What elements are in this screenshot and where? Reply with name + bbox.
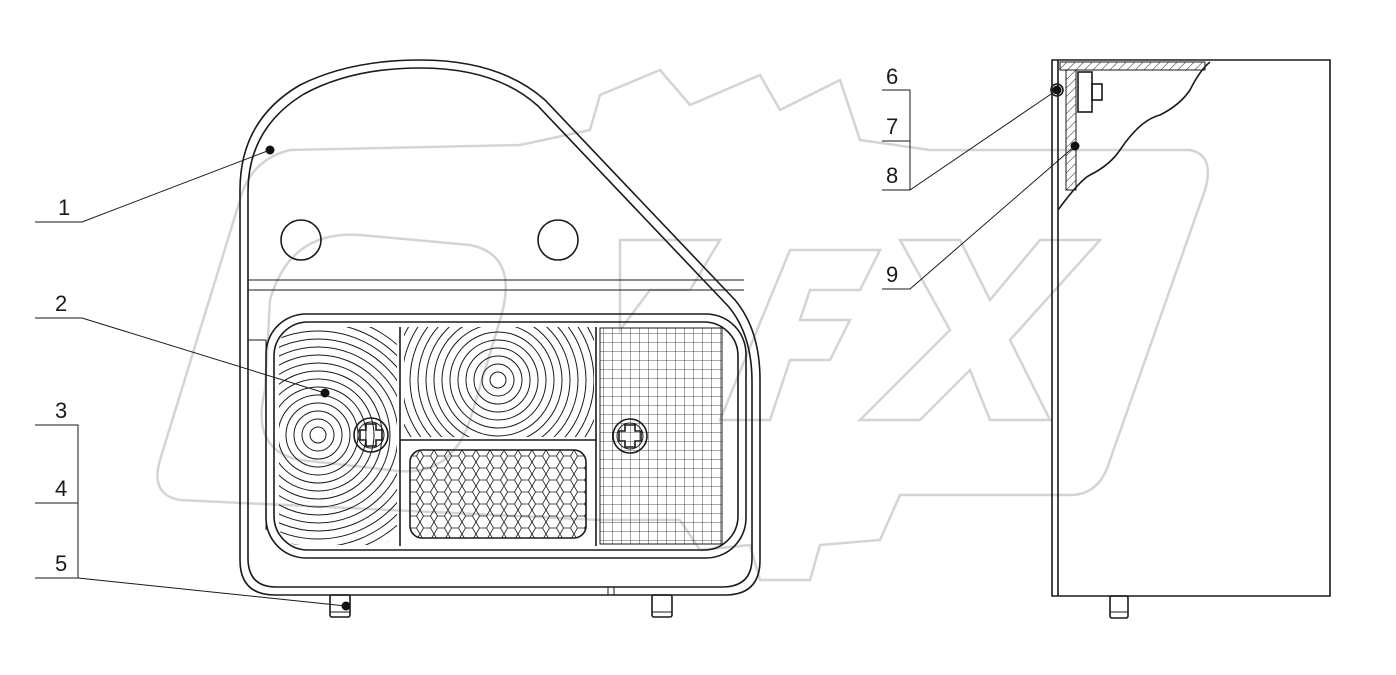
callout-8: 8 (886, 163, 898, 188)
reflector-hex (409, 449, 587, 539)
lamp-housing (239, 59, 761, 596)
lens-section-left (279, 327, 397, 545)
side-stud (1109, 595, 1129, 619)
mounting-hole-right (537, 219, 579, 261)
screw-right (612, 418, 648, 454)
callout-4: 4 (55, 476, 67, 501)
screw-left (353, 417, 389, 453)
lens-section-grid (599, 327, 723, 545)
mounting-hole-left (280, 219, 322, 261)
lens-section-top (404, 327, 594, 437)
callout-5: 5 (55, 551, 67, 576)
lens-assembly (265, 313, 747, 559)
callout-9: 9 (886, 262, 898, 287)
callout-2: 2 (55, 291, 67, 316)
watermark-logo (156, 68, 1210, 582)
callout-1: 1 (58, 195, 70, 220)
callout-7: 7 (886, 114, 898, 139)
mounting-stud-right (651, 594, 673, 618)
leader-lines (35, 89, 1076, 607)
callout-3: 3 (55, 398, 67, 423)
callout-6: 6 (886, 64, 898, 89)
side-view (1050, 59, 1331, 619)
